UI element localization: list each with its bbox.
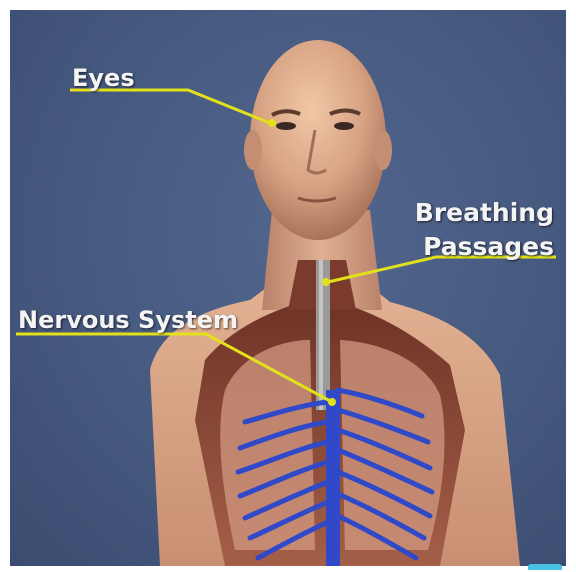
breathing-label-line1: Breathing xyxy=(415,196,554,230)
corner-tab xyxy=(528,564,562,570)
nervous-leader-dot xyxy=(328,398,336,406)
eyes-leader-line xyxy=(70,90,270,123)
anatomy-diagram-panel: Eyes Breathing Passages Nervous System xyxy=(10,10,566,566)
nervous-system-label: Nervous System xyxy=(18,308,238,332)
anatomy-figure xyxy=(10,10,566,566)
breathing-leader-dot xyxy=(322,278,330,286)
right-eye xyxy=(334,122,354,130)
eyes-label: Eyes xyxy=(72,66,135,90)
eyes-leader-dot xyxy=(268,119,276,127)
spinal-cord xyxy=(326,390,340,566)
breathing-passages-label: Breathing Passages xyxy=(415,196,554,264)
left-eye xyxy=(276,122,296,130)
breathing-label-line2: Passages xyxy=(415,230,554,264)
head xyxy=(250,40,386,240)
